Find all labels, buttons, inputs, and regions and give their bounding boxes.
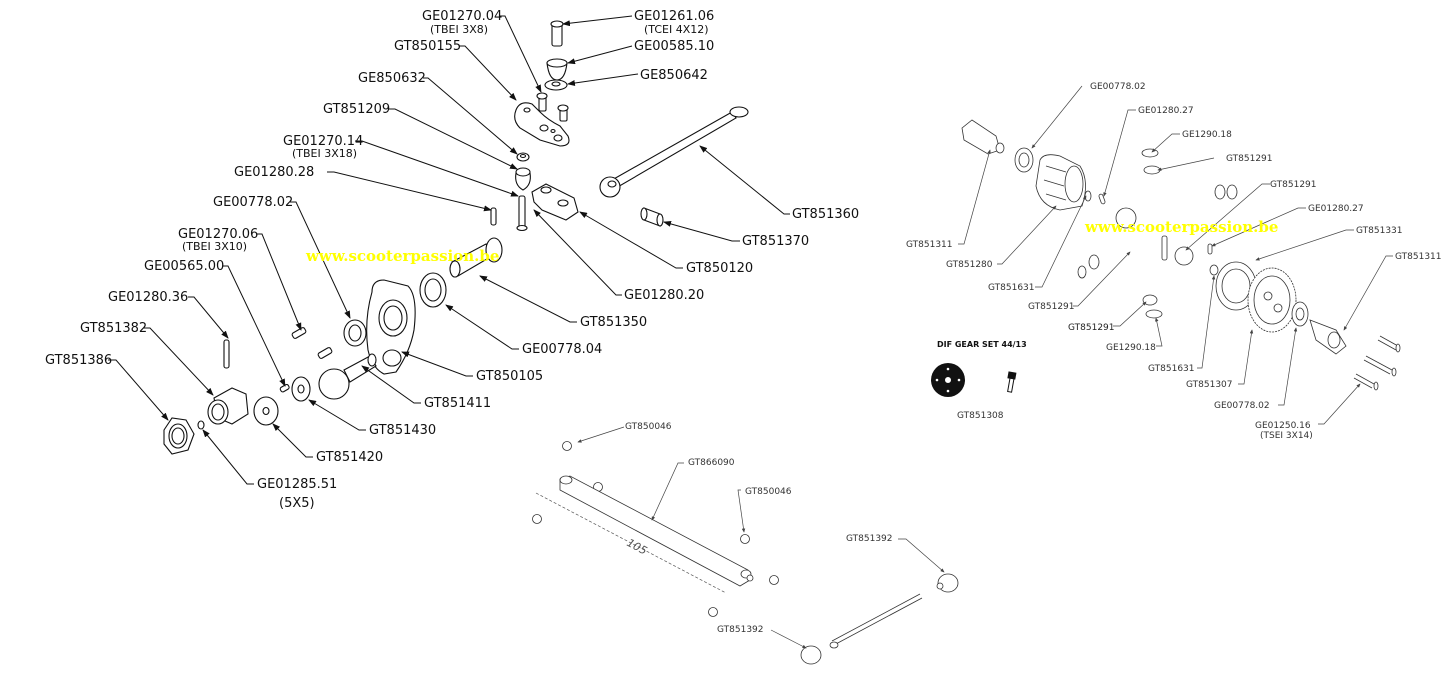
part-spacer [291,376,311,402]
label-diff-gt851631-a: GT851631 [988,283,1035,293]
diff-leader-lines [958,85,1393,425]
label-diff-ge01250-16-spec: (TSEI 3X14) [1260,431,1313,441]
gear-set-code: GT851308 [957,411,1004,421]
label-link-gt851392-b: GT851392 [717,625,764,635]
label-diff-ge00778-02-a: GE00778.02 [1090,82,1146,92]
part-knuckle-block [531,183,579,221]
part-wheel-nut [163,417,195,455]
label-diff-ge01280-27-a: GE01280.27 [1138,106,1194,116]
label-diff-ge01250-16: GE01250.16 [1255,421,1311,431]
label-diff-ge1290-18-b: GE1290.18 [1106,343,1156,353]
label-link-gt850046-a: GT850046 [625,422,672,432]
part-outdrive-right [1309,319,1347,355]
label-ge01270-06: GE01270.06 [178,227,258,242]
left-leader-lines [108,15,790,485]
label-diff-gt851291-b: GT851291 [1270,180,1317,190]
part-wheel-hex [253,396,279,426]
label-diff-gt851631-b: GT851631 [1148,364,1195,374]
label-diff-gt851331: GT851331 [1356,226,1403,236]
link-assembly-parts: 105 [532,441,959,665]
label-diff-gt851280: GT851280 [946,260,993,270]
label-gt851386: GT851386 [45,353,112,368]
label-ge00778-02: GE00778.02 [213,195,293,210]
label-ge01261-06-spec: (TCEI 4X12) [644,23,709,36]
part-link-rod [559,475,754,587]
left-labels: GE01270.04 (TBEI 3X8) GE01261.06 (TCEI 4… [45,9,859,511]
part-diff-case [1035,154,1086,211]
part-washer [544,79,568,91]
label-gt850120: GT850120 [686,261,753,276]
part-axle [449,237,503,278]
label-ge01285-51-spec: (5X5) [279,496,315,511]
label-gt851382: GT851382 [80,321,147,336]
watermark-left: www.scooterpassion.be [305,247,499,265]
label-ge01270-04-spec: (TBEI 3X8) [430,23,488,36]
label-diff-gt851291-c: GT851291 [1028,302,1075,312]
label-gt851420: GT851420 [316,450,383,465]
part-screws-tsei [1353,335,1401,391]
label-ge850632: GE850632 [358,71,426,86]
label-ge01280-36: GE01280.36 [108,290,188,305]
gear-set-title: DIF GEAR SET 44/13 [937,340,1027,349]
part-drive-cup [640,207,664,227]
label-gt851430: GT851430 [369,423,436,438]
gear-set-inset: DIF GEAR SET 44/13 GT851308 [931,340,1027,421]
label-ge00585-10: GE00585.10 [634,39,714,54]
label-ge00565-00: GE00565.00 [144,259,224,274]
label-gt851360: GT851360 [792,207,859,222]
label-ge01270-06-spec: (TBEI 3X10) [182,240,247,253]
part-hub-carrier [366,279,416,375]
label-link-gt851392-a: GT851392 [846,534,893,544]
diff-assembly-parts [961,119,1401,391]
label-ge01270-14-spec: (TBEI 3X18) [292,147,357,160]
label-diff-gt851291-a: GT851291 [1226,154,1273,164]
label-gt851350: GT851350 [580,315,647,330]
label-ge01261-06: GE01261.06 [634,9,714,24]
label-gt850105: GT850105 [476,369,543,384]
dimension-label: 105 [625,536,650,557]
label-diff-gt851311-b: GT851311 [1395,252,1442,262]
label-gt851370: GT851370 [742,234,809,249]
label-gt850155: GT850155 [394,39,461,54]
part-steering-arm [514,102,570,147]
left-assembly-parts [163,20,749,455]
diff-labels: GE00778.02 GE01280.27 GE1290.18 GT851291… [906,82,1442,441]
label-ge01280-28: GE01280.28 [234,165,314,180]
part-bearing-small [343,319,367,347]
label-diff-ge00778-02-b: GE00778.02 [1214,401,1270,411]
link-labels: GT850046 GT866090 GT850046 GT851392 GT85… [625,422,893,635]
part-turnbuckle [800,573,959,665]
label-link-gt866090: GT866090 [688,458,735,468]
label-diff-gt851311-a: GT851311 [906,240,953,250]
part-ball-stud [546,58,568,81]
pinion-gear-icon [1007,371,1017,393]
label-diff-ge1290-18-a: GE1290.18 [1182,130,1232,140]
part-screw-tcei [550,20,564,47]
label-ge01270-14: GE01270.14 [283,134,363,149]
part-driveshaft [599,106,749,198]
label-gt851411: GT851411 [424,396,491,411]
label-gt851209: GT851209 [323,102,390,117]
part-stub-axle [318,353,377,400]
link-leader-lines [577,426,945,649]
label-diff-gt851307: GT851307 [1186,380,1233,390]
label-ge01285-51: GE01285.51 [257,477,337,492]
label-ge01280-20: GE01280.20 [624,288,704,303]
label-diff-ge01280-27-b: GE01280.27 [1308,204,1364,214]
part-bearing-large [419,272,447,308]
part-outdrive-left [961,119,1005,155]
part-hex-adapter [207,387,249,425]
label-ge00778-04: GE00778.04 [522,342,602,357]
label-link-gt850046-b: GT850046 [745,487,792,497]
label-diff-gt851291-d: GT851291 [1068,323,1115,333]
label-ge01270-04: GE01270.04 [422,9,502,24]
part-ball [515,167,531,191]
watermark-right: www.scooterpassion.be [1084,218,1278,236]
part-ring-gear [1247,267,1297,333]
label-ge850642: GE850642 [640,68,708,83]
